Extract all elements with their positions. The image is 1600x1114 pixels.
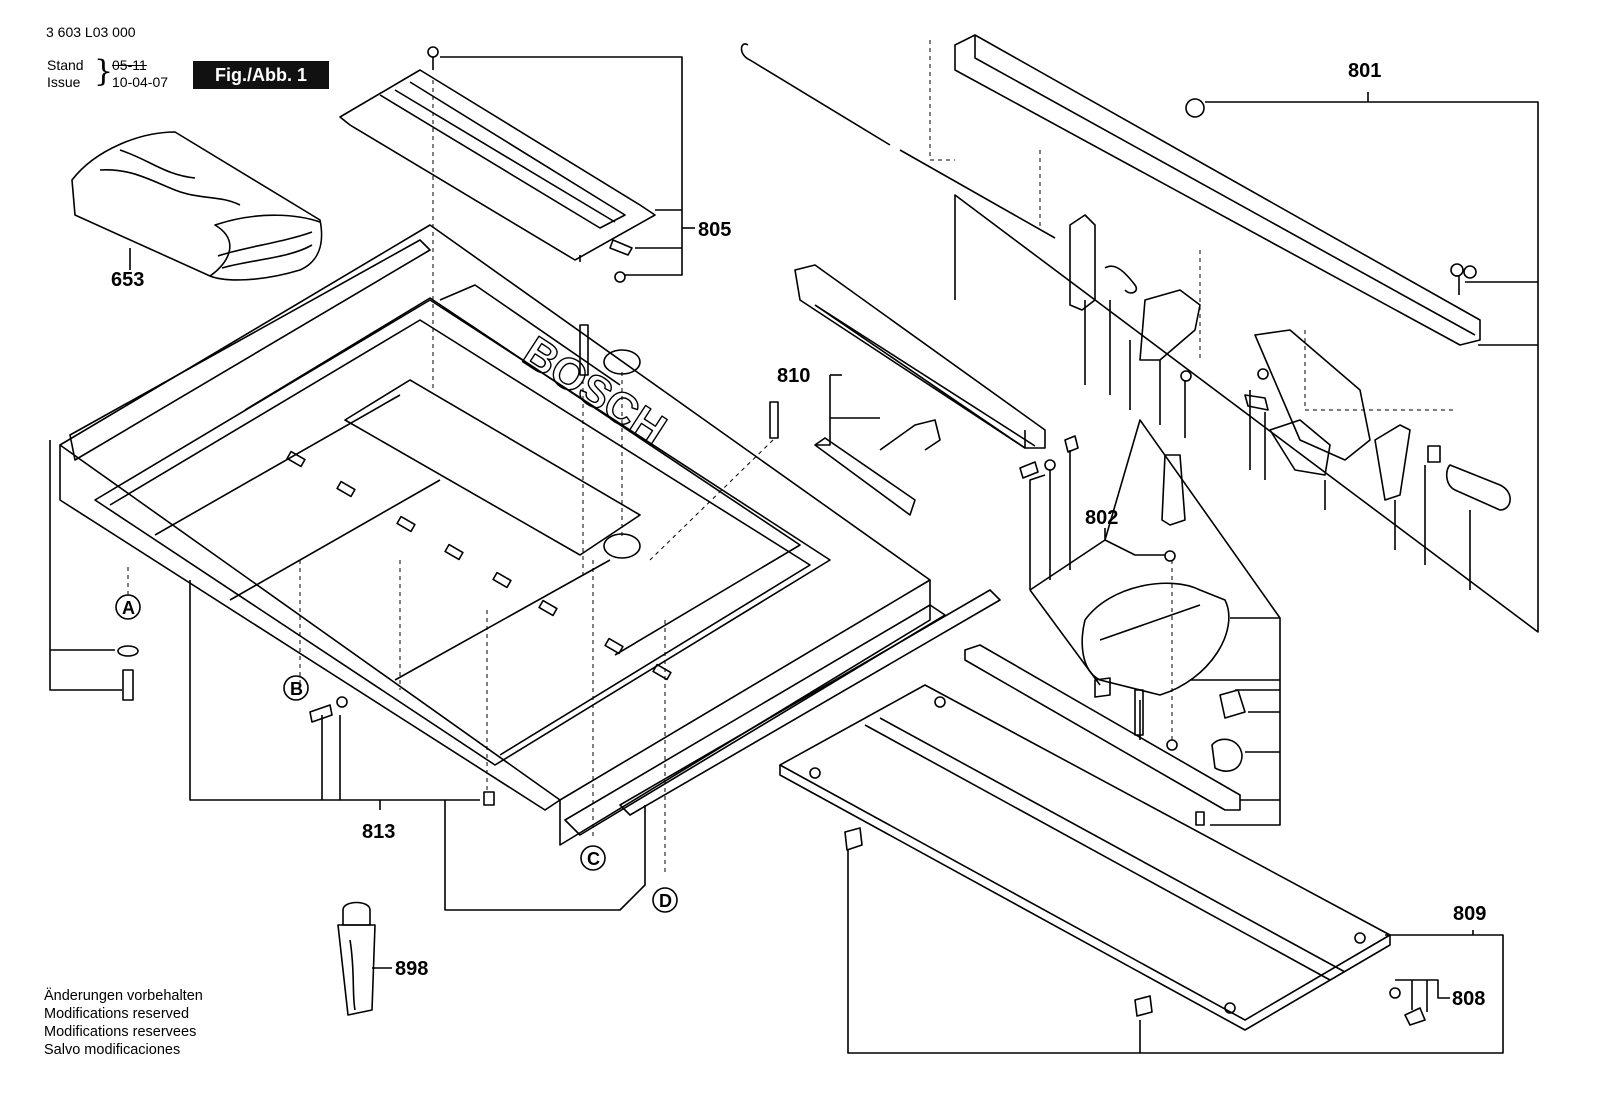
- part-number-898: 898: [395, 958, 428, 980]
- guide-rail-drawing: [740, 34, 1511, 511]
- callout-circle-c: [580, 845, 606, 871]
- insert-plate-drawing: [339, 69, 656, 262]
- issue-date: 10-04-07: [112, 74, 169, 90]
- part-number-810: 810: [777, 365, 810, 387]
- stand-date: 05-11: [112, 57, 147, 73]
- brand-logo: BOSCH: [515, 327, 675, 455]
- part-number-813: 813: [362, 821, 395, 843]
- part-number-805: 805: [698, 219, 731, 241]
- part-number-802: 802: [1085, 507, 1118, 529]
- callout-label-b: B: [290, 679, 303, 699]
- stand-label: Stand: [47, 57, 84, 73]
- part-number-653: 653: [111, 269, 144, 291]
- callout-label-a: A: [122, 598, 135, 618]
- fasteners: [117, 46, 1464, 826]
- alignment-lines: [299, 40, 1455, 876]
- extension-table-drawing: [779, 684, 1426, 1031]
- part-number-808: 808: [1452, 988, 1485, 1010]
- document-number: 3 603 L03 000: [46, 24, 136, 40]
- footer-note-de: Änderungen vorbehalten: [44, 988, 203, 1004]
- footer-note-en: Modifications reserved: [44, 1006, 190, 1022]
- callout-circle-d: [652, 887, 678, 913]
- cloth-bag-drawing: [71, 131, 323, 281]
- leader-lines: [49, 56, 1539, 1054]
- fence-drawing: [794, 264, 1046, 516]
- brace-symbol: }: [94, 54, 114, 89]
- callout-circle-b: [283, 675, 309, 701]
- callout-label-c: C: [587, 849, 600, 869]
- footer-note-fr: Modifications reservees: [44, 1024, 197, 1040]
- issue-label: Issue: [47, 74, 81, 90]
- footer-note-es: Salvo modificaciones: [44, 1042, 181, 1058]
- figure-badge: Fig./Abb. 1: [193, 61, 329, 89]
- callout-label-d: D: [659, 891, 672, 911]
- part-number-801: 801: [1348, 60, 1381, 82]
- mitre-gauge-drawing: [964, 454, 1246, 811]
- part-number-809: 809: [1453, 903, 1486, 925]
- wedge-drawing: [337, 901, 376, 1016]
- table-body-drawing: BOSCH: [59, 224, 1001, 846]
